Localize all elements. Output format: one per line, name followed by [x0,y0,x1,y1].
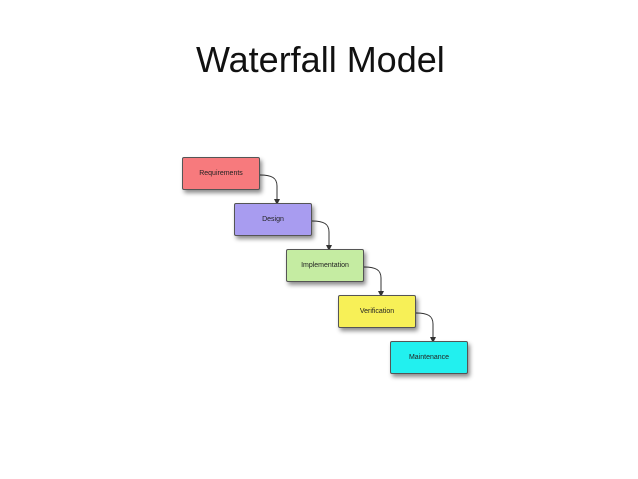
stage-requirements: Requirements [182,157,260,190]
stage-requirements-label: Requirements [199,170,243,177]
stage-maintenance-label: Maintenance [408,354,450,361]
stage-implementation-label: Implementation [301,262,349,269]
connector-design-implementation [311,220,332,251]
stage-design-label: Design [262,216,284,223]
stage-verification: Verification [338,295,416,328]
stage-implementation: Implementation [286,249,364,282]
stage-verification-label: Verification [359,308,395,315]
slide-title: Waterfall Model [196,39,445,80]
stage-design: Design [234,203,312,236]
connector-verification-maintenance [415,312,436,343]
stage-maintenance: Maintenance [390,341,468,374]
connector-requirements-design [259,174,280,205]
connector-implementation-verification [363,266,384,297]
